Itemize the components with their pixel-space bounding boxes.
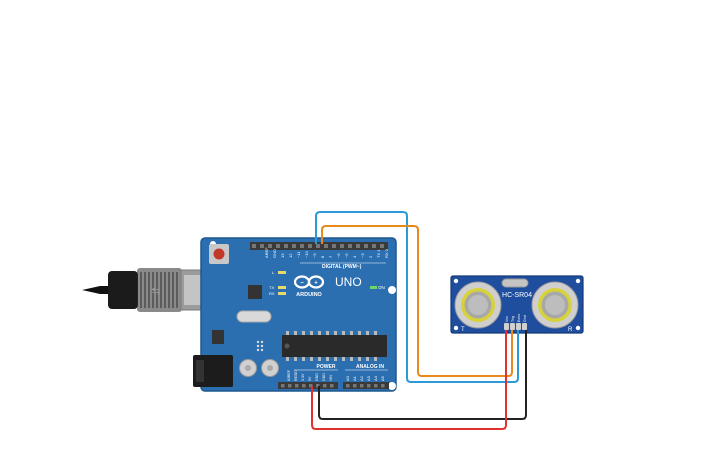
echo-wire[interactable]	[315, 211, 519, 383]
power-pin-label: IOREF	[287, 369, 291, 381]
sensor-pin-label: Gnd	[523, 315, 527, 322]
gnd-wire[interactable]	[318, 330, 527, 420]
usb-symbol-icon: ⇆	[152, 286, 160, 297]
power-pin-label: VIN	[329, 375, 333, 381]
digital-pin-label: 12	[288, 253, 293, 258]
sensor-pin-echo	[516, 323, 521, 330]
digital-pin-label: TX 1	[376, 249, 381, 258]
analog-pin-label: A3	[366, 375, 371, 381]
chip-pins	[286, 331, 377, 361]
hc-sr04-sensor[interactable]: HC-SR04 T R Vcc Trig Echo Gnd	[450, 275, 584, 334]
power-pin-label: RESET	[294, 368, 298, 381]
atmega-microcontroller	[282, 335, 387, 357]
chip-notch	[284, 343, 290, 349]
led-rx-icon	[278, 292, 286, 295]
digital-pin-label: 8	[320, 255, 325, 258]
crystal-oscillator	[236, 310, 272, 323]
power-header-sockets	[281, 384, 334, 388]
led-rx-label: RX	[269, 291, 275, 296]
power-pin-label: GND	[322, 373, 326, 381]
led-l-icon	[278, 271, 286, 274]
capacitor-top	[245, 365, 251, 371]
power-header-label: POWER	[317, 364, 336, 370]
led-on-icon	[370, 286, 377, 289]
power-jack-opening	[196, 360, 204, 382]
mounting-hole	[388, 382, 396, 390]
usb-interface-chip	[248, 285, 262, 299]
analog-pin-label: A5	[380, 375, 385, 381]
sensor-crystal	[501, 278, 529, 288]
icsp-header	[256, 340, 264, 352]
digital-pin-label: RX 0	[384, 248, 389, 258]
trig-wire[interactable]	[321, 225, 513, 377]
analog-header-label: ANALOG IN	[356, 364, 384, 370]
voltage-regulator	[212, 330, 224, 344]
board-brand: ARDUINO	[296, 292, 322, 298]
pin-label-aref: AREF	[264, 247, 269, 258]
svg-text:−: −	[300, 281, 304, 287]
mounting-hole	[575, 325, 581, 331]
power-pin-label: 5V	[308, 376, 312, 381]
power-pin-label: 3.3V	[301, 373, 305, 381]
capacitor-top	[267, 365, 273, 371]
digital-pin-label: 2	[368, 255, 373, 258]
transmitter-mark: T	[461, 327, 465, 333]
mounting-hole	[575, 278, 581, 284]
board-model: UNO	[335, 275, 362, 289]
wires	[311, 211, 527, 430]
sensor-pin-vcc	[504, 323, 509, 330]
power-pin-label: GND	[315, 373, 319, 381]
transmitter-transducer	[454, 281, 502, 329]
analog-pin-label: A2	[359, 375, 364, 381]
digital-pin-label: ~3	[360, 253, 365, 258]
usb-plug-grip	[108, 271, 138, 309]
mounting-hole	[388, 286, 396, 294]
usb-cable-end	[82, 286, 110, 294]
sensor-pin-label: Trig	[511, 316, 515, 322]
mounting-hole	[453, 325, 459, 331]
led-tx-icon	[278, 286, 286, 289]
mounting-hole	[453, 278, 459, 284]
sensor-pin-label: Echo	[517, 314, 521, 322]
digital-pin-label: ~5	[344, 253, 349, 258]
power-header	[278, 382, 338, 389]
receiver-mark: R	[568, 327, 573, 333]
vcc-wire[interactable]	[311, 330, 507, 430]
led-on-label: ON	[378, 285, 385, 290]
digital-pin-label: 13	[280, 253, 285, 258]
digital-header-sockets	[252, 244, 384, 248]
digital-pin-label: 4	[352, 255, 357, 258]
digital-pin-label: ~9	[312, 253, 317, 258]
analog-pin-label: A0	[345, 375, 350, 381]
reset-button[interactable]	[213, 248, 225, 260]
arduino-logo-icon: − +	[293, 275, 325, 289]
sensor-model-label: HC-SR04	[502, 292, 532, 299]
sensor-pin-trig	[510, 323, 515, 330]
arduino-uno-board[interactable]: AREF GND 13 12 ~11 ~10 ~9 8 7 ~6 ~5 4 ~3…	[193, 237, 397, 392]
analog-pin-label: A4	[373, 375, 378, 381]
analog-pin-label: A1	[352, 375, 357, 381]
digital-pin-label: ~11	[296, 251, 301, 258]
digital-pin-label: ~10	[304, 250, 309, 258]
sensor-pin-gnd	[522, 323, 527, 330]
sensor-pin-label: Vcc	[505, 316, 509, 322]
led-l-label: L	[272, 270, 275, 275]
led-tx-label: TX	[269, 285, 274, 290]
analog-header-sockets	[346, 384, 385, 388]
digital-pin-label: 7	[328, 255, 333, 258]
usb-plug-body	[137, 268, 182, 312]
pin-label-gnd: GND	[272, 249, 277, 258]
digital-pin-label: ~6	[336, 253, 341, 258]
digital-header-label: DIGITAL (PWM~)	[322, 264, 362, 270]
analog-header	[343, 382, 389, 389]
receiver-transducer	[531, 281, 579, 329]
svg-text:+: +	[314, 281, 318, 287]
